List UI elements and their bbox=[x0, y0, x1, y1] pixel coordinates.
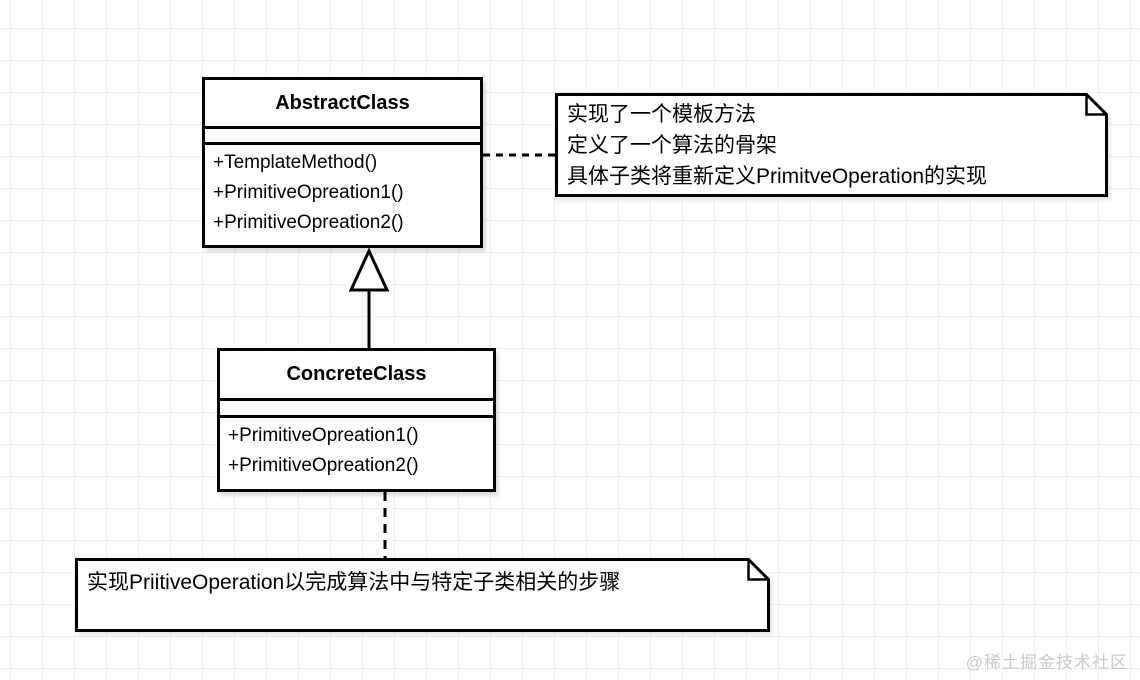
note-shape-icon bbox=[555, 93, 1108, 197]
class-title: ConcreteClass bbox=[286, 363, 427, 385]
watermark: @稀土掘金技术社区 bbox=[965, 653, 1128, 672]
note-shape-icon bbox=[75, 558, 770, 632]
class-method: +PrimitiveOpreation1() bbox=[213, 182, 404, 203]
generalization-triangle-icon bbox=[348, 247, 390, 292]
note-abstractclass: 实现了一个模板方法 定义了一个算法的骨架 具体子类将重新定义PrimitveOp… bbox=[555, 93, 1108, 197]
note-text: 实现PriitiveOperation以完成算法中与特定子类相关的步骤 bbox=[75, 558, 770, 598]
class-method: +PrimitiveOpreation1() bbox=[228, 425, 419, 446]
class-method: +PrimitiveOpreation2() bbox=[228, 455, 419, 476]
note-line: 实现了一个模板方法 bbox=[567, 103, 756, 126]
class-methods-section: +PrimitiveOpreation1() +PrimitiveOpreati… bbox=[220, 415, 493, 481]
note-concreteclass: 实现PriitiveOperation以完成算法中与特定子类相关的步骤 bbox=[75, 558, 770, 632]
class-box-abstractclass: AbstractClass +TemplateMethod() +Primiti… bbox=[202, 77, 483, 248]
note-line: 实现PriitiveOperation以完成算法中与特定子类相关的步骤 bbox=[87, 571, 621, 594]
class-methods-section: +TemplateMethod() +PrimitiveOpreation1()… bbox=[205, 142, 480, 238]
class-method: +PrimitiveOpreation2() bbox=[213, 212, 404, 233]
note-text: 实现了一个模板方法 定义了一个算法的骨架 具体子类将重新定义PrimitveOp… bbox=[555, 93, 1108, 192]
note-line: 定义了一个算法的骨架 bbox=[567, 134, 777, 157]
class-method: +TemplateMethod() bbox=[213, 152, 378, 173]
class-attributes-section-empty bbox=[220, 398, 493, 415]
class-box-concreteclass: ConcreteClass +PrimitiveOpreation1() +Pr… bbox=[217, 348, 496, 492]
class-title: AbstractClass bbox=[275, 91, 410, 114]
note-line: 具体子类将重新定义PrimitveOperation的实现 bbox=[567, 165, 988, 188]
class-attributes-section-empty bbox=[205, 126, 480, 142]
